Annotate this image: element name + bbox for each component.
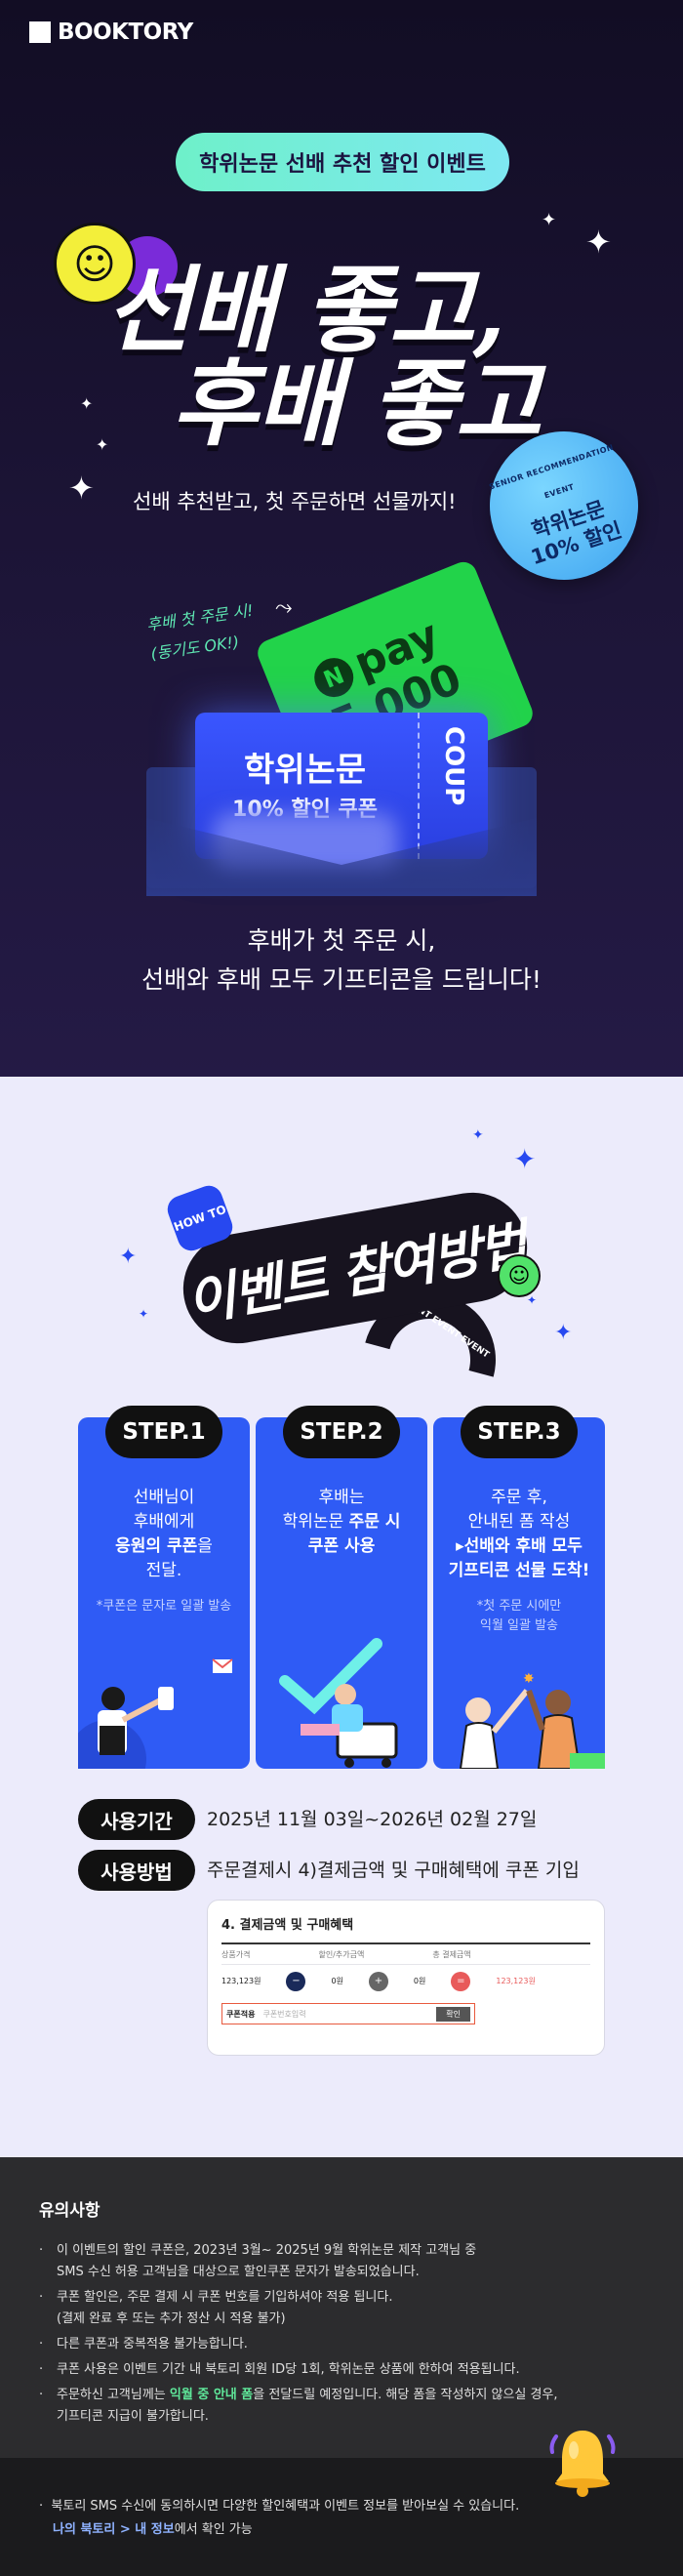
coupon-side-text: COUP (418, 713, 488, 859)
notice-item: 쿠폰 할인은, 주문 결제 시 쿠폰 번호를 기입하셔야 적용 됩니다. (57, 2290, 393, 2305)
step-text: 을 (197, 1536, 213, 1556)
step-note: *첫 주문 시에만 (476, 1599, 562, 1614)
step-text: 후배는 (318, 1488, 365, 1507)
notice-title: 유의사항 (39, 2201, 100, 2221)
sparkle-icon: ✦ (542, 210, 557, 230)
step-card-3: STEP.3 주문 후, 안내된 폼 작성 ▸선배와 후배 모두 기프티콘 선물… (433, 1406, 605, 1769)
coupon-card: 학위논문 10% 할인 쿠폰 COUP (195, 713, 488, 859)
form-total: 123,123원 (496, 1977, 536, 1985)
notice-item: 다른 쿠폰과 중복적용 불가능합니다. (57, 2337, 248, 2351)
method-label: 사용방법 (78, 1850, 195, 1891)
step-label: STEP.2 (283, 1406, 400, 1458)
smiley-icon: ☺ (498, 1254, 541, 1297)
step-text: 전달. (145, 1561, 182, 1580)
form-col-label: 상품가격 (221, 1949, 251, 1959)
step-text-bold: 주문 시 (348, 1512, 401, 1532)
hero-subtitle: 선배 추천받고, 첫 주문하면 선물까지! (133, 490, 457, 513)
smiley-icon: ☺ (54, 223, 136, 305)
step-text: 선배님이 (133, 1488, 195, 1507)
step-text: 안내된 폼 작성 (467, 1512, 571, 1532)
hand-note: 후배 첫 주문 시! (동기도 OK!) (144, 596, 259, 670)
step-text-bold: 쿠폰 사용 (307, 1536, 376, 1556)
notice-item: (결제 완료 후 또는 추가 정산 시 적용 불가) (57, 2311, 286, 2326)
step-note: *쿠폰은 문자로 일괄 발송 (96, 1599, 232, 1614)
step-note: 익월 일괄 발송 (479, 1618, 559, 1633)
step-card-2: STEP.2 후배는 학위논문 주문 시 쿠폰 사용 (256, 1406, 427, 1769)
logo-mark-icon (29, 21, 51, 43)
step-text-bold: 응원의 쿠폰 (115, 1536, 198, 1556)
footer-line1: 북토리 SMS 수신에 동의하시면 다양한 할인혜택과 이벤트 정보를 받아보실… (51, 2499, 520, 2514)
notice-item: 기프티콘 지급이 불가합니다. (57, 2409, 209, 2424)
coupon-apply-button[interactable]: 확인 (436, 2006, 470, 2022)
step-illustration: ✸ (433, 1652, 605, 1769)
hero-footer-line1: 후배가 첫 주문 시, (247, 926, 436, 955)
logo-text: BOOKTORY (58, 20, 193, 45)
notice-text: 을 전달드릴 예정입니다. 해당 폼을 작성하지 않으실 경우, (253, 2388, 558, 2402)
arrow-icon: ⤳ (275, 595, 293, 620)
notice-text: 주문하신 고객님께는 (57, 2388, 170, 2402)
notice-item: 주문하신 고객님께는 익월 중 안내 폼을 전달드릴 예정입니다. 해당 폼을 … (57, 2385, 558, 2406)
booktory-logo[interactable]: BOOKTORY (29, 20, 193, 45)
sparkle-icon: ✦ (96, 435, 109, 454)
step-label: STEP.3 (461, 1406, 578, 1458)
my-info-link[interactable]: 나의 북토리 > 내 정보 (53, 2522, 175, 2537)
coupon-line1: 학위논문 (243, 751, 367, 790)
form-col-label: 총 결제금액 (432, 1949, 471, 1959)
step-text: 학위논문 (282, 1512, 349, 1532)
hero-footer-line2: 선배와 후배 모두 기프티콘을 드립니다! (141, 965, 542, 994)
step-text-bold: ▸선배와 후배 모두 (456, 1536, 583, 1556)
bell-icon (546, 2423, 619, 2497)
sparkle-icon: ✦ (80, 394, 94, 413)
sparkle-icon: ✦ (472, 1127, 484, 1143)
coupon-input-row: 쿠폰적용 쿠폰번호입력 확인 (221, 2003, 475, 2024)
sparkle-icon: ✦ (554, 1321, 573, 1345)
sparkle-icon: ✦ (139, 1307, 149, 1321)
form-zero: 0원 (413, 1977, 426, 1985)
notice-item: 이 이벤트의 할인 쿠폰은, 2023년 3월~ 2025년 9월 학위논문 제… (57, 2243, 477, 2258)
coupon-label: 쿠폰적용 (226, 2009, 256, 2019)
footer-line2: 에서 확인 가능 (174, 2522, 253, 2537)
step-text: 주문 후, (491, 1488, 547, 1507)
step-text-bold: 기프티콘 선물 도착! (448, 1561, 590, 1580)
sparkle-icon: ✦ (527, 1293, 538, 1307)
notice-section: 유의사항 ·이 이벤트의 할인 쿠폰은, 2023년 3월~ 2025년 9월 … (0, 2157, 683, 2458)
notice-item: 쿠폰 사용은 이벤트 기간 내 북토리 회원 ID당 1회, 학위논문 상품에 … (57, 2362, 520, 2377)
plus-icon: + (368, 1971, 388, 1991)
form-col-label: 할인/추가금액 (318, 1949, 365, 1959)
step-illustration (78, 1652, 250, 1769)
hero-section: BOOKTORY 학위논문 선배 추천 할인 이벤트 ☺ ✦ ✦ ✦ ✦ ✦ 선… (0, 0, 683, 1077)
step-label: STEP.1 (105, 1406, 222, 1458)
how-to-section: ✦ ✦ ✦ ✦ ✦ ✦ EVENT EVENT EVENT 이벤트 참여방법 H… (0, 1077, 683, 2157)
hero-title-line1: 선배 좋고, (105, 255, 505, 365)
form-title: 4. 결제금액 및 구매혜택 (221, 1918, 354, 1933)
form-zero: 0원 (331, 1977, 343, 1985)
event-pill: 학위논문 선배 추천 할인 이벤트 (176, 133, 509, 191)
method-value: 주문결제시 4)결제금액 및 구매혜택에 쿠폰 기입 (207, 1860, 580, 1881)
sparkle-icon: ✦ (119, 1245, 138, 1269)
payment-form-screenshot: 4. 결제금액 및 구매혜택 상품가격 할인/추가금액 총 결제금액 123,1… (207, 1900, 605, 2056)
step-illustration (256, 1622, 427, 1769)
equals-icon: = (451, 1971, 471, 1991)
hero-footer-text: 후배가 첫 주문 시, 선배와 후배 모두 기프티콘을 드립니다! (0, 921, 683, 1000)
notice-highlight: 익월 중 안내 폼 (169, 2388, 254, 2402)
form-price: 123,123원 (221, 1977, 261, 1985)
step-text: 후배에게 (133, 1512, 195, 1532)
sparkle-icon: ✦ (585, 224, 612, 261)
notice-item: SMS 수신 허용 고객님을 대상으로 할인쿠폰 문자가 발송되었습니다. (57, 2265, 420, 2279)
step-card-1: STEP.1 선배님이 후배에게 응원의 쿠폰을 전달. *쿠폰은 문자로 일괄… (78, 1406, 250, 1769)
period-label: 사용기간 (78, 1799, 195, 1840)
minus-icon: − (286, 1971, 306, 1991)
sparkle-icon: ✦ (513, 1143, 537, 1175)
sparkle-icon: ✦ (68, 470, 95, 507)
period-value: 2025년 11월 03일~2026년 02월 27일 (207, 1809, 538, 1830)
hero-title-line2: 후배 좋고 (172, 348, 542, 459)
svg-text:✸: ✸ (523, 1671, 535, 1687)
coupon-input[interactable]: 쿠폰번호입력 (262, 2009, 306, 2019)
